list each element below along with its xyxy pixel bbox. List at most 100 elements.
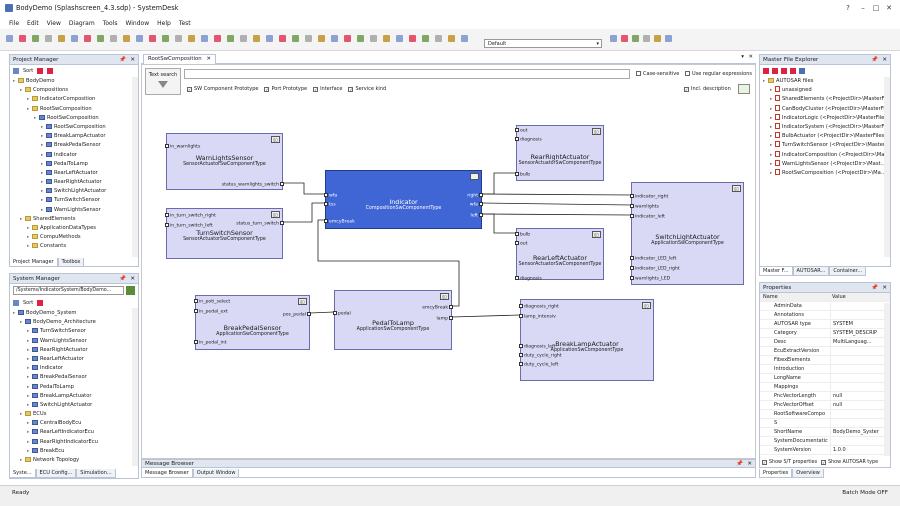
expand-arrow-icon[interactable]: ▸ bbox=[27, 244, 30, 250]
expand-arrow-icon[interactable]: ▸ bbox=[41, 198, 44, 204]
property-value[interactable] bbox=[830, 437, 890, 445]
property-value[interactable] bbox=[830, 311, 890, 319]
toolbar-button-icon[interactable] bbox=[71, 35, 78, 42]
property-value[interactable] bbox=[830, 374, 890, 382]
filter-checkbox[interactable]: ✓ bbox=[264, 87, 270, 92]
tree-item[interactable]: ▸PedalToLamp bbox=[13, 383, 138, 392]
sort-za-icon[interactable] bbox=[47, 68, 54, 74]
expand-arrow-icon[interactable]: ▸ bbox=[41, 143, 44, 149]
connection-line[interactable] bbox=[451, 314, 521, 318]
tree-item[interactable]: ▸RearRightActuator bbox=[13, 178, 138, 187]
tree-item[interactable]: ▸BodyDemo_System bbox=[13, 309, 138, 318]
menu-view[interactable]: View bbox=[46, 20, 61, 27]
expand-arrow-icon[interactable]: ▸ bbox=[13, 79, 16, 84]
tree-item[interactable]: ▸Indicator bbox=[13, 151, 138, 160]
close-icon[interactable]: ✕ bbox=[206, 56, 211, 62]
port[interactable]: wfa bbox=[323, 192, 337, 198]
connection-line[interactable] bbox=[481, 213, 632, 216]
toolbar-button-icon[interactable] bbox=[240, 35, 247, 42]
toolbar-button-icon[interactable] bbox=[632, 35, 639, 42]
tree-item[interactable]: ▸TurnSwitchSensor bbox=[13, 196, 138, 205]
port[interactable]: diagnosis_right bbox=[518, 303, 559, 309]
expand-arrow-icon[interactable]: ▸ bbox=[770, 106, 773, 112]
tree-item[interactable]: ▸IndicatorSystem (<ProjectDir>\MasterF..… bbox=[763, 122, 890, 132]
port[interactable]: out bbox=[514, 240, 528, 246]
port[interactable]: pedal bbox=[332, 310, 351, 316]
property-value[interactable] bbox=[830, 356, 890, 364]
expand-arrow-icon[interactable]: ▸ bbox=[27, 106, 30, 112]
tree-item[interactable]: ▸BreakLampActuator bbox=[13, 132, 138, 141]
toolbar-button-icon[interactable] bbox=[58, 35, 65, 42]
scrollbar[interactable] bbox=[132, 308, 138, 466]
tree-item[interactable]: ▸RearLeftActuator bbox=[13, 355, 138, 364]
property-row[interactable]: Introduction bbox=[760, 365, 890, 374]
property-value[interactable] bbox=[830, 383, 890, 391]
tree-item[interactable]: ▸TurnSwitchSensor bbox=[13, 327, 138, 336]
connection-line[interactable] bbox=[317, 219, 460, 307]
expand-arrow-icon[interactable]: ▸ bbox=[41, 161, 44, 167]
property-row[interactable]: RootSoftwareCompo bbox=[760, 410, 890, 419]
toolbar-button-icon[interactable] bbox=[32, 35, 39, 42]
toolbar-button-icon[interactable] bbox=[84, 35, 91, 42]
tab-output-window[interactable]: Output Window bbox=[192, 469, 240, 478]
tree-item[interactable]: ▸RootSwComposition bbox=[13, 105, 138, 114]
expand-arrow-icon[interactable]: ▸ bbox=[27, 97, 30, 103]
expand-arrow-icon[interactable]: ▸ bbox=[41, 189, 44, 195]
toolbar-button-icon[interactable] bbox=[201, 35, 208, 42]
toolbar-icons-right[interactable] bbox=[610, 33, 690, 45]
expand-arrow-icon[interactable]: ▸ bbox=[770, 143, 773, 149]
sort-button[interactable]: Sort bbox=[23, 68, 34, 74]
tab-container[interactable]: Container... bbox=[829, 267, 867, 276]
tree-item[interactable]: ▸TurnSwitchSensor (<ProjectDir>\Master..… bbox=[763, 141, 890, 150]
expand-arrow-icon[interactable]: ▸ bbox=[770, 134, 773, 140]
expand-arrow-icon[interactable]: ▸ bbox=[27, 366, 30, 372]
connection-line[interactable] bbox=[481, 193, 632, 196]
pin-icon[interactable]: 📌 bbox=[871, 285, 878, 291]
toolbar-button-icon[interactable] bbox=[279, 35, 286, 42]
close-button[interactable]: ✕ bbox=[886, 4, 892, 12]
regex-option[interactable]: Use regular expressions bbox=[685, 71, 752, 77]
settings-icon[interactable] bbox=[799, 68, 805, 74]
property-row[interactable]: EcuExtractVersion bbox=[760, 347, 890, 356]
layout-select[interactable]: Default ▾ bbox=[484, 39, 602, 48]
tree-item[interactable]: ▸Constants bbox=[13, 242, 138, 251]
tab-autosar[interactable]: AUTOSAR... bbox=[792, 267, 830, 276]
connection-line[interactable] bbox=[482, 172, 516, 195]
toolbar-button-icon[interactable] bbox=[344, 35, 351, 42]
port[interactable]: in_warnlights bbox=[164, 143, 200, 149]
menu-tools[interactable]: Tools bbox=[102, 20, 118, 27]
case-sensitive-option[interactable]: Case-sensitive bbox=[636, 71, 679, 77]
pin-icon[interactable]: 📌 bbox=[119, 276, 126, 282]
navigate-icon[interactable] bbox=[126, 286, 135, 295]
tree-item[interactable]: ▸Network Topology bbox=[13, 456, 138, 465]
toolbar-button-icon[interactable] bbox=[643, 35, 650, 42]
expand-arrow-icon[interactable]: ▸ bbox=[41, 124, 44, 130]
port[interactable]: bulb bbox=[514, 171, 530, 177]
toolbar-button-icon[interactable] bbox=[136, 35, 143, 42]
incl-description-checkbox[interactable]: ✓ bbox=[684, 87, 689, 92]
connection-line[interactable] bbox=[482, 213, 516, 234]
tree-item[interactable]: ▸ApplicationDataTypes bbox=[13, 224, 138, 233]
port[interactable]: warnlights_LED bbox=[629, 275, 670, 281]
property-value[interactable]: SYSTEM bbox=[830, 320, 890, 328]
expand-arrow-icon[interactable]: ▸ bbox=[20, 458, 23, 463]
tree-item[interactable]: ▸WarnLightsSensor bbox=[13, 206, 138, 215]
tree-item[interactable]: ▸BreakPedalSensor bbox=[13, 373, 138, 382]
port[interactable]: diagnosis bbox=[514, 275, 542, 281]
tab-message-browser[interactable]: Message Browser bbox=[141, 469, 193, 478]
property-value[interactable]: null bbox=[830, 392, 890, 400]
tree-item[interactable]: ▸SwitchLightActuator bbox=[13, 401, 138, 410]
export-icon[interactable] bbox=[781, 68, 787, 74]
port[interactable]: in_poti_select bbox=[193, 298, 230, 304]
tree-item[interactable]: ▸IndicatorComposition bbox=[13, 95, 138, 104]
port[interactable]: warnlights bbox=[629, 203, 659, 209]
show-autosar-checkbox[interactable]: ✓ bbox=[821, 460, 827, 465]
menu-test[interactable]: Test bbox=[178, 20, 191, 27]
port[interactable]: status_turn_switch bbox=[236, 220, 285, 226]
tab-master-f[interactable]: Master F... bbox=[759, 267, 793, 276]
toolbar-button-icon[interactable] bbox=[621, 35, 628, 42]
tree-item[interactable]: ▸RootSwComposition bbox=[13, 114, 138, 123]
